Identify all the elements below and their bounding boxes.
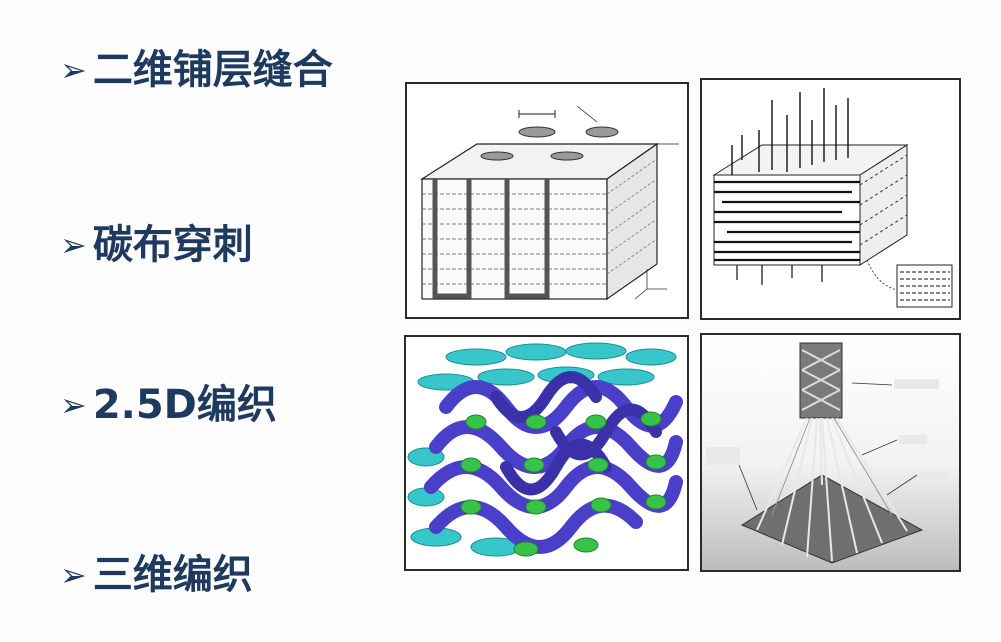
- bullet-2-5d-braiding: ➢ 2.5D编织: [60, 385, 277, 425]
- bullet-3d-braiding: ➢ 三维编织: [60, 555, 253, 595]
- arrow-bullet-icon: ➢: [60, 226, 87, 264]
- arrow-bullet-icon: ➢: [60, 51, 87, 89]
- bullet-carbon-needling: ➢ 碳布穿刺: [60, 225, 253, 265]
- arrow-bullet-icon: ➢: [60, 556, 87, 594]
- bullet-text: 2.5D编织: [92, 382, 277, 428]
- bullet-text: 碳布穿刺: [92, 222, 253, 268]
- bullet-2d-stitching: ➢ 二维铺层缝合: [60, 50, 333, 90]
- weave-3d-illustration: [406, 337, 687, 569]
- image-needled-carbon-cloth: [700, 78, 961, 320]
- bullet-text: 三维编织: [92, 552, 253, 598]
- image-2-5d-weave: [404, 335, 689, 571]
- stitched-laminate-illustration: [419, 105, 679, 301]
- arrow-bullet-icon: ➢: [60, 386, 87, 424]
- image-stitched-laminate: [405, 82, 689, 319]
- braiding-illustration: [702, 335, 959, 570]
- image-3d-braiding: [700, 333, 961, 572]
- needled-cloth-illustration: [712, 88, 953, 308]
- bullet-text: 二维铺层缝合: [92, 47, 333, 93]
